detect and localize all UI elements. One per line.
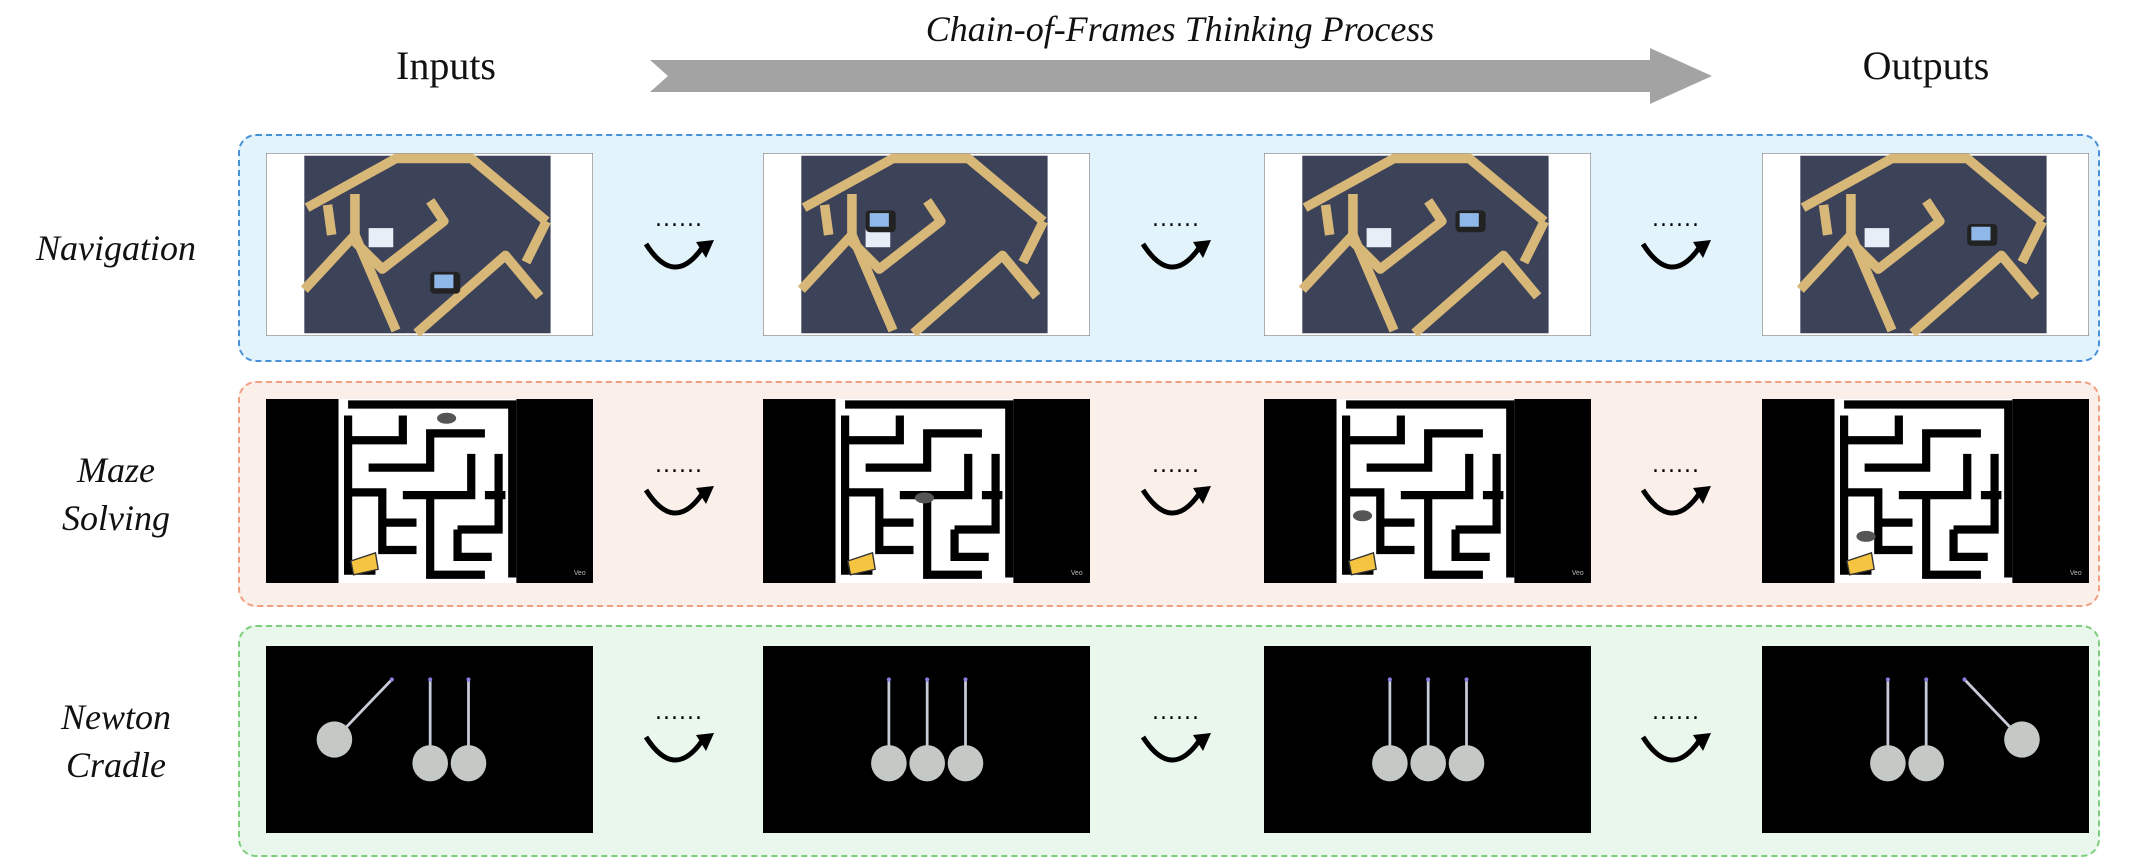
robot-car bbox=[865, 210, 896, 233]
svg-text:Veo: Veo bbox=[2070, 570, 2082, 577]
row-label-line: Solving bbox=[62, 498, 170, 538]
navigation-frame-3 bbox=[1264, 153, 1591, 336]
ellipsis-dots: ...... bbox=[1652, 700, 1700, 725]
ellipsis-dots: ...... bbox=[655, 700, 703, 725]
curved-arrow-icon bbox=[1140, 240, 1211, 270]
ellipsis-dots: ...... bbox=[655, 207, 703, 232]
ellipsis-dots: ...... bbox=[1652, 453, 1700, 478]
cradle-frame-4 bbox=[1762, 646, 2089, 833]
cradle-frame-3 bbox=[1264, 646, 1591, 833]
process-heading: Chain-of-Frames Thinking Process bbox=[925, 9, 1435, 49]
pendulum-ball bbox=[1448, 745, 1485, 782]
ellipsis-dots: ...... bbox=[1652, 207, 1700, 232]
step-indicator: ...... bbox=[1631, 700, 1721, 778]
mouse bbox=[1352, 510, 1373, 522]
curved-arrow-icon bbox=[1140, 486, 1211, 516]
pendulum-ball bbox=[2004, 721, 2040, 758]
step-indicator: ...... bbox=[1131, 700, 1221, 778]
ellipsis-dots: ...... bbox=[655, 453, 703, 478]
step-indicator: ...... bbox=[1631, 453, 1721, 531]
cradle-frame-2 bbox=[763, 646, 1090, 833]
svg-text:Veo: Veo bbox=[1572, 570, 1584, 577]
mouse bbox=[914, 492, 935, 504]
row-label-line: Cradle bbox=[65, 745, 167, 785]
inputs-heading: Inputs bbox=[396, 43, 496, 88]
outputs-heading: Outputs bbox=[1862, 43, 1990, 88]
navigation-frame-4 bbox=[1762, 153, 2089, 336]
maze-frame-4: Veo bbox=[1762, 399, 2089, 583]
process-arrow bbox=[650, 48, 1712, 104]
svg-text:Veo: Veo bbox=[1071, 570, 1083, 577]
maze-frame-3: Veo bbox=[1264, 399, 1591, 583]
curved-arrow-icon bbox=[1640, 733, 1711, 763]
pendulum-ball bbox=[316, 721, 353, 758]
row-label-line: Maze bbox=[77, 450, 155, 490]
pendulum-ball bbox=[450, 745, 487, 782]
curved-arrow-icon bbox=[643, 486, 714, 516]
pendulum-ball bbox=[1908, 745, 1944, 782]
step-indicator: ...... bbox=[634, 700, 724, 778]
curved-arrow-icon bbox=[1140, 733, 1211, 763]
navigation-frame-2 bbox=[763, 153, 1090, 336]
maze-frame-1: Veo bbox=[266, 399, 593, 583]
pendulum-ball bbox=[412, 745, 448, 782]
cradle-frame-1 bbox=[266, 646, 593, 833]
maze-frame-2: Veo bbox=[763, 399, 1090, 583]
robot-car bbox=[1455, 210, 1486, 233]
pendulum-ball bbox=[1870, 745, 1906, 782]
pendulum-ball bbox=[947, 745, 984, 782]
navigation-frame-1 bbox=[266, 153, 593, 336]
step-indicator: ...... bbox=[1631, 207, 1721, 285]
curved-arrow-icon bbox=[643, 240, 714, 270]
robot-car bbox=[1967, 224, 1998, 246]
svg-text:Veo: Veo bbox=[574, 570, 586, 577]
curved-arrow-icon bbox=[643, 733, 714, 763]
pendulum-ball bbox=[1372, 745, 1408, 782]
pendulum-ball bbox=[1410, 745, 1446, 782]
mouse bbox=[437, 412, 457, 424]
step-indicator: ...... bbox=[1131, 207, 1221, 285]
mouse bbox=[1856, 530, 1876, 542]
ellipsis-dots: ...... bbox=[1152, 453, 1200, 478]
row-label: Navigation bbox=[36, 224, 196, 272]
step-indicator: ...... bbox=[634, 207, 724, 285]
step-indicator: ...... bbox=[1131, 453, 1221, 531]
pendulum-ball bbox=[909, 745, 945, 782]
step-indicator: ...... bbox=[634, 453, 724, 531]
ellipsis-dots: ...... bbox=[1152, 207, 1200, 232]
pendulum-ball bbox=[871, 745, 907, 782]
robot-car bbox=[430, 271, 461, 294]
curved-arrow-icon bbox=[1640, 486, 1711, 516]
row-label-line: Newton bbox=[60, 697, 172, 737]
curved-arrow-icon bbox=[1640, 240, 1711, 270]
ellipsis-dots: ...... bbox=[1152, 700, 1200, 725]
row-label-line: Navigation bbox=[36, 228, 196, 268]
